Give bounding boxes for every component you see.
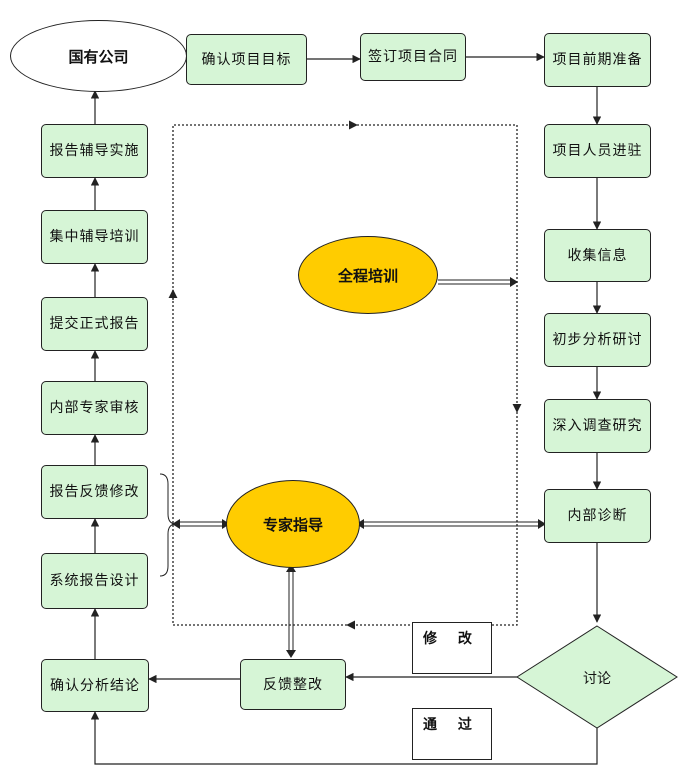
full-training-arrowhead bbox=[510, 277, 518, 287]
node-prep: 项目前期准备 bbox=[544, 33, 651, 87]
arrow-discussion-pass-path bbox=[90, 711, 598, 765]
node-discussion: 讨论 bbox=[583, 671, 611, 687]
node-deep-research: 深入调查研究 bbox=[544, 399, 651, 453]
expert-right-arrowhead-l bbox=[356, 519, 364, 529]
left-brace bbox=[159, 473, 177, 577]
label-modify: 修 改 bbox=[412, 622, 492, 674]
node-feedback-fix: 反馈整改 bbox=[240, 659, 346, 710]
node-report-feedback: 报告反馈修改 bbox=[41, 465, 148, 519]
node-expert-guidance: 专家指导 bbox=[226, 480, 360, 568]
dotted-top-to-right bbox=[357, 124, 522, 413]
node-report-guidance: 报告辅导实施 bbox=[41, 124, 148, 178]
node-submit-report: 提交正式报告 bbox=[41, 297, 148, 351]
node-centralized-training: 集中辅导培训 bbox=[41, 210, 148, 264]
node-prelim-analysis: 初步分析研讨 bbox=[544, 313, 651, 367]
node-sign-contract: 签订项目合同 bbox=[360, 33, 466, 81]
node-system-report: 系统报告设计 bbox=[41, 553, 148, 609]
dotted-right-to-bottom bbox=[346, 412, 518, 630]
node-internal-diagnosis: 内部诊断 bbox=[544, 489, 651, 543]
expert-right-arrowhead-r bbox=[538, 519, 546, 529]
dotted-training-loop bbox=[172, 120, 358, 300]
node-internal-review: 内部专家审核 bbox=[41, 381, 148, 435]
node-collect-info: 收集信息 bbox=[544, 229, 651, 282]
label-pass: 通 过 bbox=[412, 708, 492, 760]
node-company: 国有公司 bbox=[10, 20, 187, 92]
dotted-bottom-to-left bbox=[168, 289, 347, 626]
node-staff-enter: 项目人员进驻 bbox=[544, 124, 651, 178]
node-confirm-goal: 确认项目目标 bbox=[186, 34, 307, 85]
expert-down-arrowhead-t bbox=[286, 564, 296, 572]
expert-down-arrowhead-b bbox=[286, 650, 296, 658]
node-full-training: 全程培训 bbox=[298, 236, 438, 314]
node-confirm-conclusion: 确认分析结论 bbox=[41, 659, 149, 712]
